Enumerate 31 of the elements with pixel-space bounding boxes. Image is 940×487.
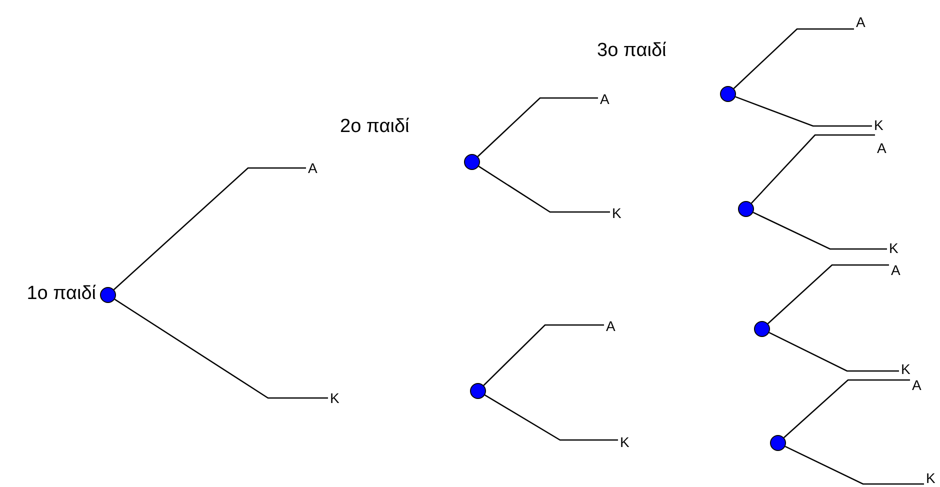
outcome-label: Α bbox=[877, 139, 886, 157]
tree-branch bbox=[768, 332, 899, 372]
stage-label: 1ο παιδί bbox=[26, 284, 96, 303]
tree-branch bbox=[478, 166, 610, 213]
tree-branch bbox=[784, 379, 910, 438]
outcome-label: Κ bbox=[612, 204, 622, 222]
outcome-label: Α bbox=[606, 317, 616, 335]
tree-branch bbox=[114, 298, 328, 399]
tree-branch bbox=[733, 28, 854, 89]
tree-branch bbox=[477, 97, 598, 157]
outcome-label: Κ bbox=[330, 389, 340, 407]
tree-branch bbox=[767, 264, 889, 324]
outcome-label: Α bbox=[308, 159, 318, 177]
tree-branch bbox=[113, 167, 306, 290]
outcome-label: Κ bbox=[874, 116, 884, 134]
outcome-label: Κ bbox=[926, 469, 936, 487]
tree-branch bbox=[484, 394, 618, 441]
tree-branch bbox=[752, 212, 887, 250]
outcome-label: Α bbox=[891, 261, 900, 279]
tree-branch bbox=[784, 446, 924, 485]
outcome-label: Α bbox=[912, 376, 922, 394]
outcome-label: Α bbox=[600, 90, 610, 108]
tree-branch bbox=[735, 96, 872, 127]
stage-label: 3ο παιδί bbox=[597, 41, 666, 60]
outcome-label: Κ bbox=[889, 239, 898, 257]
stage-label: 2ο παιδί bbox=[340, 117, 410, 136]
outcome-label: Α bbox=[856, 13, 866, 31]
tree-branch bbox=[750, 134, 875, 204]
outcome-label: Κ bbox=[620, 433, 630, 451]
outcome-label: Κ bbox=[901, 360, 910, 378]
tree-branch bbox=[483, 324, 604, 386]
